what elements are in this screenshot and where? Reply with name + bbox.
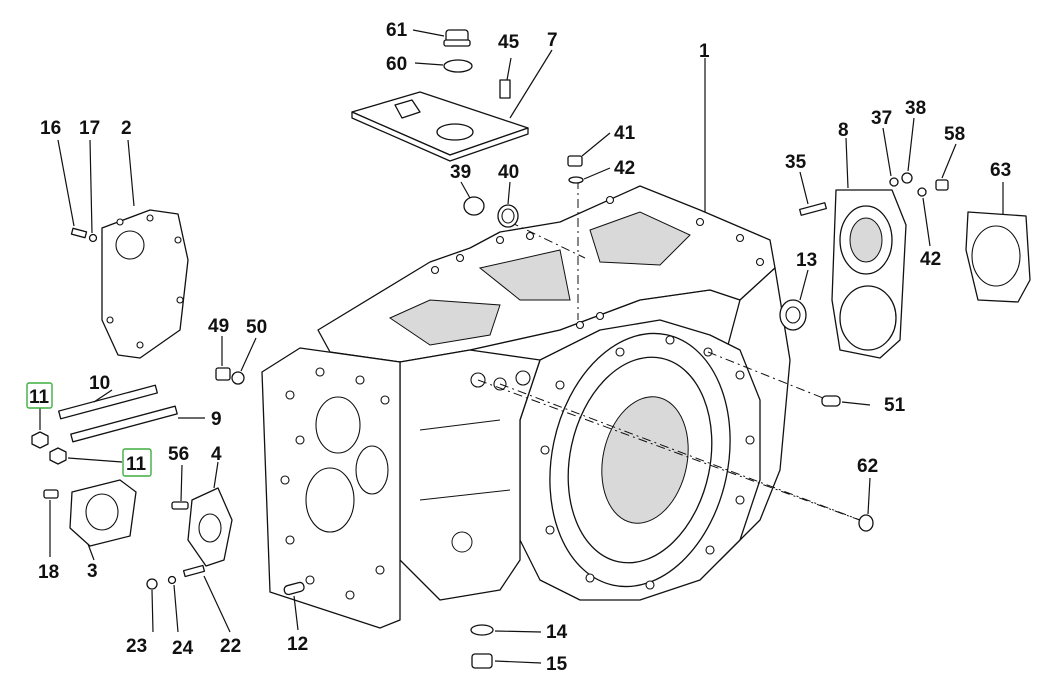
washer-24[interactable]	[167, 575, 177, 585]
callout-4[interactable]: 4	[211, 444, 222, 465]
plug-62[interactable]	[858, 514, 874, 532]
callout-17[interactable]: 17	[79, 118, 100, 139]
plug-41[interactable]	[567, 155, 583, 167]
pin-12[interactable]	[283, 581, 305, 596]
o-ring-42-top[interactable]	[568, 176, 584, 184]
callout-22[interactable]: 22	[220, 636, 241, 657]
gasket-63[interactable]	[965, 211, 1031, 303]
callout-42-right[interactable]: 42	[920, 249, 941, 270]
callout-42-top[interactable]: 42	[614, 158, 635, 179]
washer-37[interactable]	[889, 177, 899, 187]
stud-9[interactable]	[70, 405, 178, 443]
callout-9[interactable]: 9	[211, 409, 222, 430]
stud-10[interactable]	[58, 384, 158, 420]
plug-39[interactable]	[463, 196, 485, 216]
top-cover-7[interactable]	[351, 91, 529, 162]
callout-58[interactable]: 58	[944, 124, 965, 145]
nut-23[interactable]	[146, 578, 158, 590]
callout-15[interactable]: 15	[546, 654, 568, 675]
callout-49[interactable]: 49	[208, 316, 229, 337]
callout-62[interactable]: 62	[857, 456, 878, 477]
highlight-box-11-upper	[26, 382, 53, 409]
callout-39[interactable]: 39	[450, 162, 471, 183]
callout-12[interactable]: 12	[287, 634, 308, 655]
bearing-cover-8[interactable]	[831, 189, 907, 359]
callout-3[interactable]: 3	[87, 561, 98, 582]
bolt-56[interactable]	[171, 501, 189, 510]
nut-11-lower[interactable]	[49, 447, 67, 465]
callout-61[interactable]: 61	[386, 20, 408, 41]
callout-11-upper[interactable]: 11	[29, 387, 50, 408]
washer-42-right[interactable]	[917, 187, 927, 197]
o-ring-40[interactable]	[497, 204, 519, 228]
o-ring-14[interactable]	[470, 624, 494, 636]
callout-labels: 1 2 3 4 7 8 9 10 11 11 12 13 14 15 16 17…	[29, 20, 1011, 675]
callout-60[interactable]: 60	[386, 54, 407, 75]
callout-14[interactable]: 14	[546, 622, 568, 643]
nut-11-upper[interactable]	[31, 431, 49, 449]
center-lines	[477, 180, 866, 523]
callout-10[interactable]: 10	[89, 373, 110, 394]
callout-63[interactable]: 63	[990, 160, 1011, 181]
bracket-4[interactable]	[187, 487, 233, 567]
main-housing[interactable]	[261, 185, 791, 629]
callout-51[interactable]: 51	[884, 395, 906, 416]
callout-35[interactable]: 35	[785, 152, 807, 173]
plug-58[interactable]	[935, 179, 949, 191]
callout-8[interactable]: 8	[838, 120, 849, 141]
callout-24[interactable]: 24	[172, 638, 194, 659]
washer-17[interactable]	[88, 233, 98, 243]
flange-3[interactable]	[69, 479, 137, 547]
plug-61[interactable]	[443, 29, 471, 47]
bolt-18[interactable]	[43, 489, 59, 499]
callout-18[interactable]: 18	[38, 562, 59, 583]
highlight-box-11-lower	[122, 448, 152, 477]
callout-56[interactable]: 56	[168, 444, 189, 465]
callout-45[interactable]: 45	[498, 32, 520, 53]
seal-13[interactable]	[779, 299, 807, 331]
callout-13[interactable]: 13	[796, 250, 817, 271]
callout-50[interactable]: 50	[246, 317, 267, 338]
callout-41[interactable]: 41	[614, 123, 636, 144]
callout-1[interactable]: 1	[699, 41, 710, 62]
callout-23[interactable]: 23	[126, 636, 147, 657]
stud-35[interactable]	[799, 202, 827, 216]
callout-38[interactable]: 38	[905, 98, 926, 119]
pin-51[interactable]	[821, 395, 841, 407]
bolt-45[interactable]	[499, 79, 511, 99]
stud-22[interactable]	[182, 564, 206, 578]
callout-40[interactable]: 40	[498, 162, 519, 183]
cover-plate-2[interactable]	[101, 209, 189, 359]
callout-16[interactable]: 16	[40, 118, 61, 139]
callout-11-lower[interactable]: 11	[126, 454, 147, 475]
nut-38[interactable]	[901, 172, 913, 184]
o-ring-60[interactable]	[443, 59, 473, 73]
plug-15[interactable]	[471, 653, 493, 669]
callout-37[interactable]: 37	[871, 108, 892, 129]
o-ring-50[interactable]	[231, 371, 245, 385]
callout-2[interactable]: 2	[121, 118, 132, 139]
leader-lines	[39, 29, 1004, 664]
plug-49[interactable]	[215, 367, 231, 381]
bolt-16[interactable]	[70, 227, 88, 239]
callout-7[interactable]: 7	[547, 30, 558, 51]
